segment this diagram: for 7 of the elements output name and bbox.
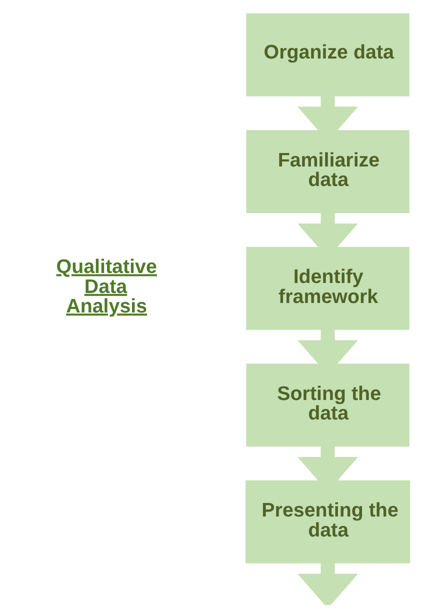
arrow: [298, 562, 358, 605]
node-box: Sorting the data: [246, 364, 410, 447]
node-box: Familiarize data: [246, 130, 410, 214]
label: Qualitative Data Analysis: [56, 256, 157, 318]
node-box: Organize data: [246, 13, 410, 96]
node-box: Presenting the data: [245, 480, 410, 564]
node-box: Identify framework: [246, 246, 410, 330]
